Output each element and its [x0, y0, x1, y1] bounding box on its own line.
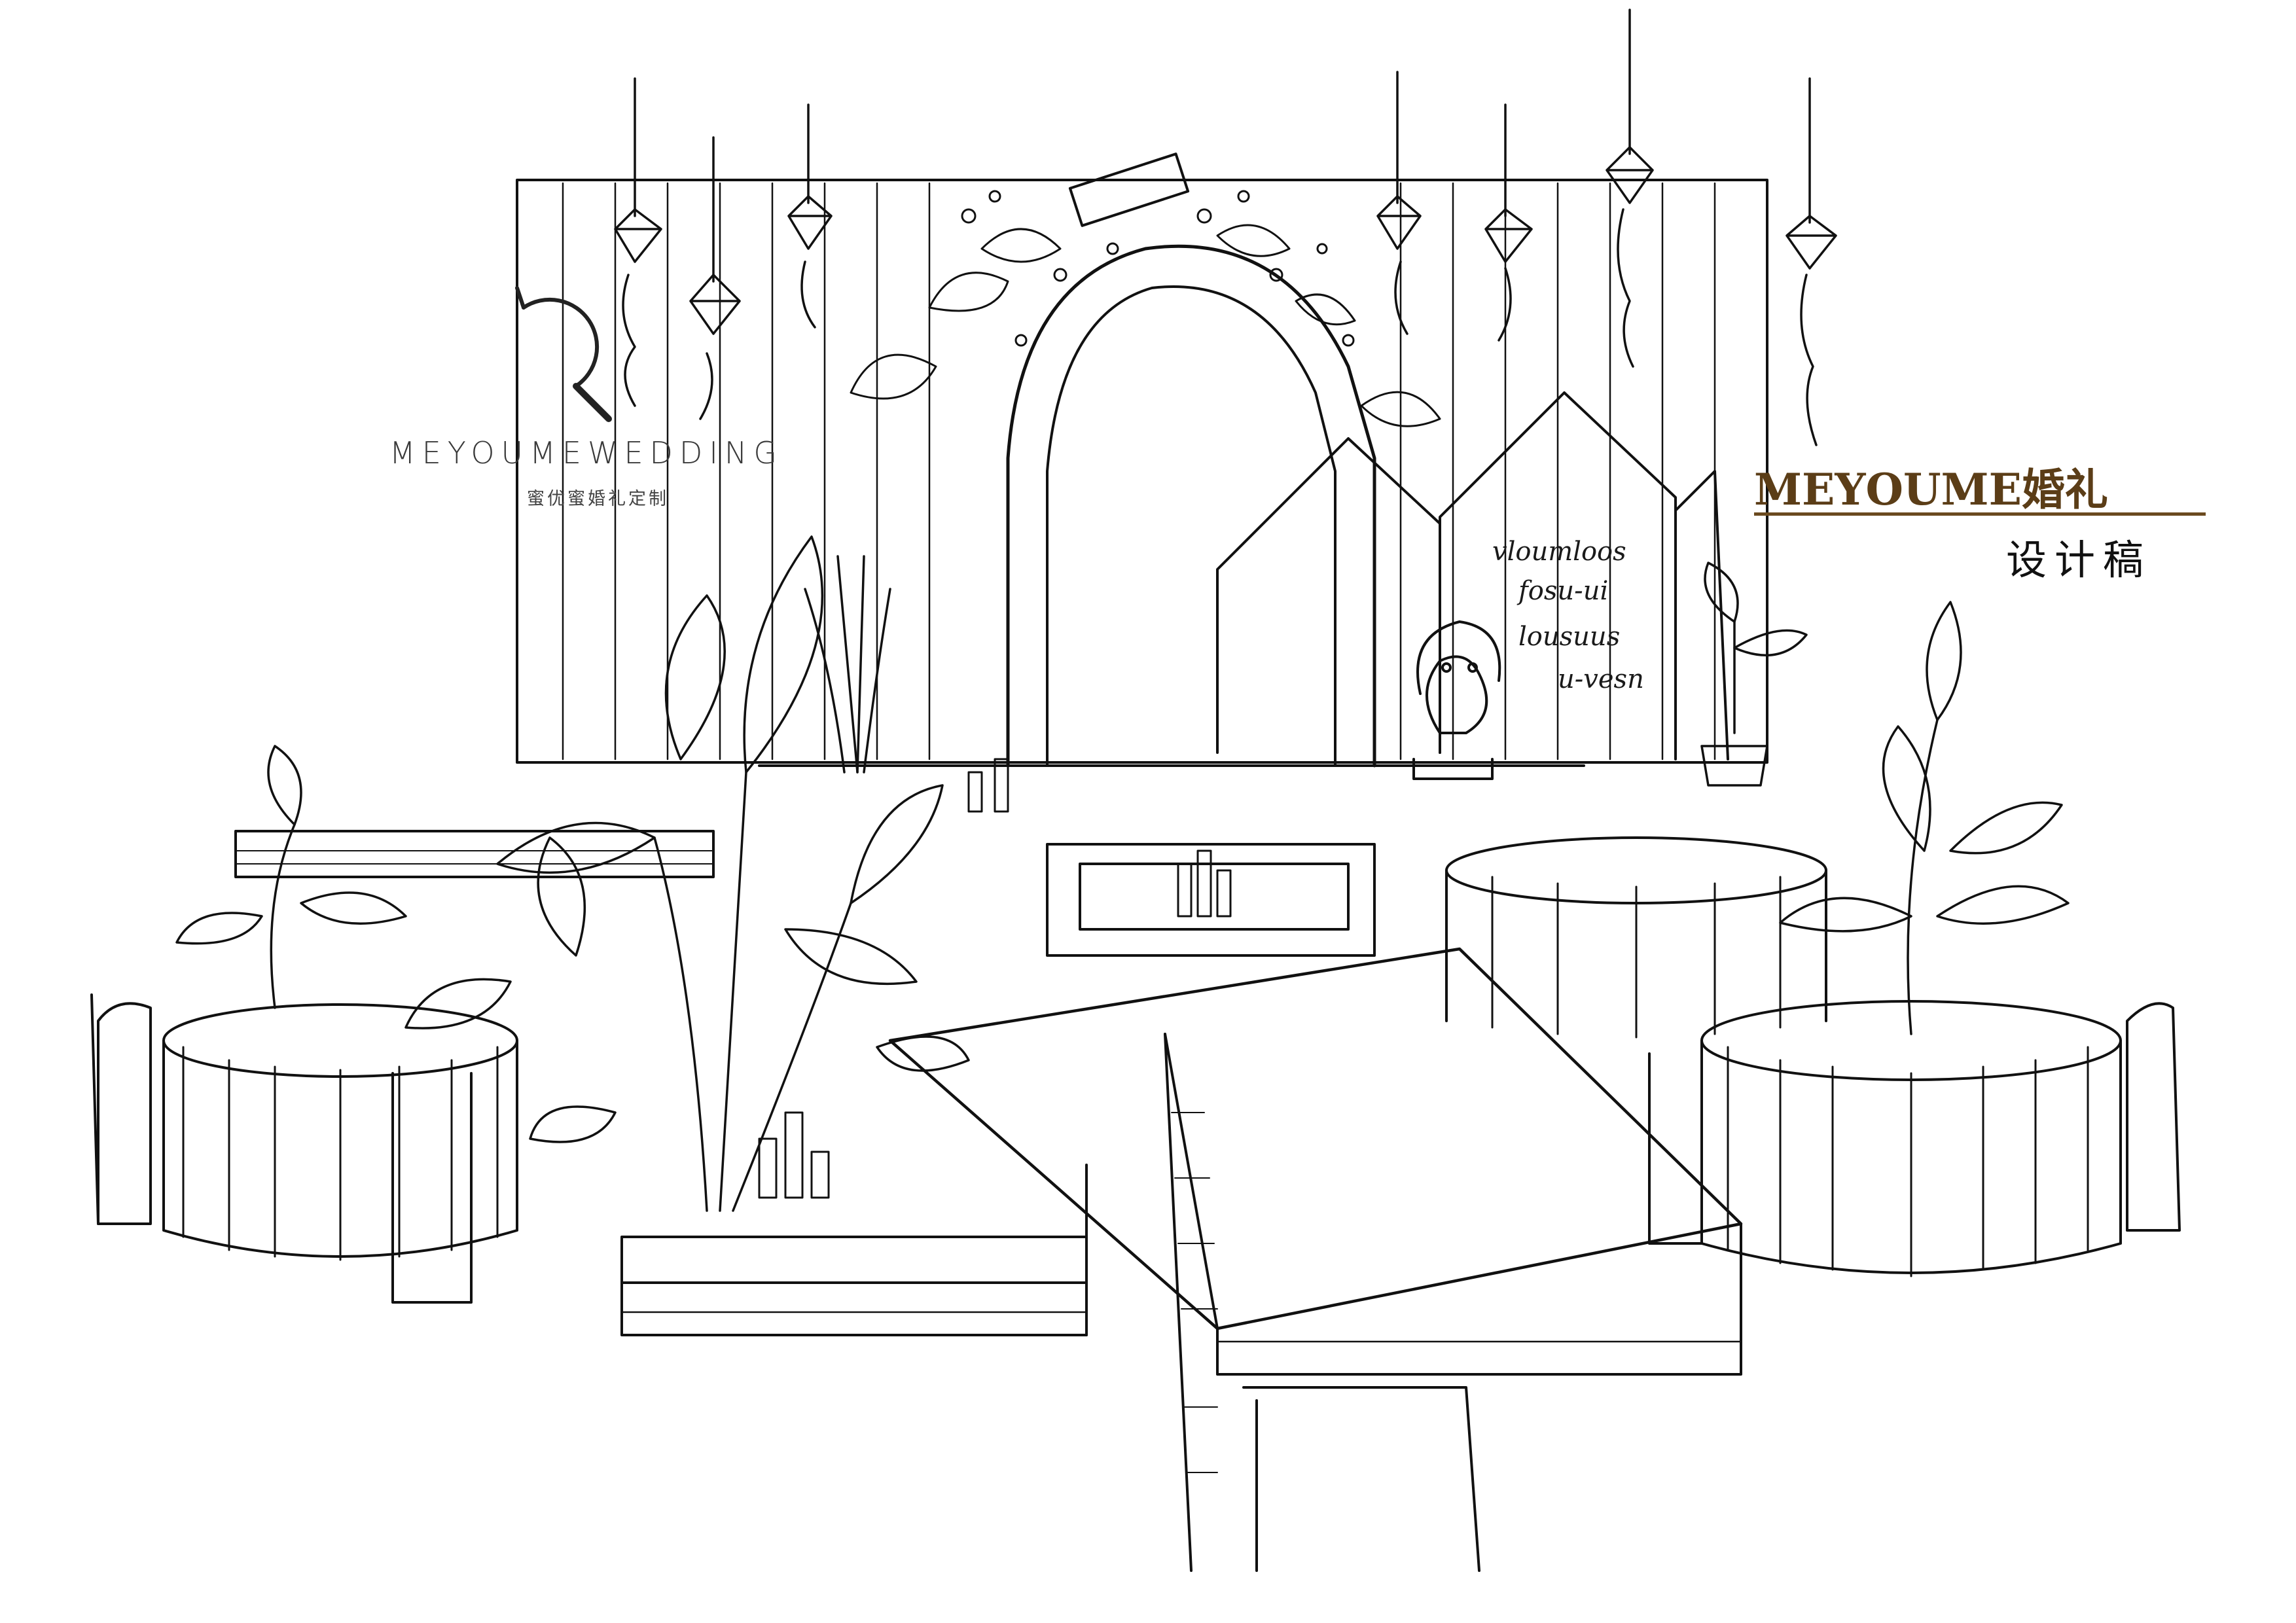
- wall-script-line-3: lousuus: [1518, 622, 1621, 652]
- left-planter-box: [620, 1164, 1088, 1336]
- title-underline: [1754, 512, 2206, 516]
- brand-latin-name: MEYOUMEWEDDING: [389, 435, 783, 471]
- right-plants: [175, 562, 2070, 1035]
- guest-table-right: [1648, 1000, 2181, 1277]
- stage-platform: [758, 620, 1585, 957]
- wall-script-line-1: vloumloos: [1492, 537, 1626, 567]
- title-block: MEYOUME婚礼 设计稿: [1754, 455, 2212, 599]
- hanging-lanterns: [614, 9, 1837, 446]
- floral-arch: [850, 152, 1441, 768]
- magnifier-ring-logo-icon: [515, 286, 612, 422]
- aisle-runway: [888, 947, 1743, 1572]
- wall-script-line-4: u-vesn: [1558, 664, 1644, 694]
- title-subtitle: 设计稿: [2006, 536, 2152, 584]
- brand-chinese-name: 蜜优蜜婚礼定制: [527, 489, 669, 509]
- wall-script-line-2: fosu-ui: [1518, 576, 1609, 606]
- guest-table-left: [90, 993, 518, 1304]
- guest-table-back: [1445, 836, 1827, 1039]
- title-main: MEYOUME婚礼: [1754, 464, 2108, 515]
- left-plants: [404, 535, 970, 1212]
- candles: [758, 758, 1232, 1199]
- left-bench: [234, 830, 715, 878]
- backdrop-panel: [516, 179, 1768, 764]
- house-panels: [1216, 391, 1729, 760]
